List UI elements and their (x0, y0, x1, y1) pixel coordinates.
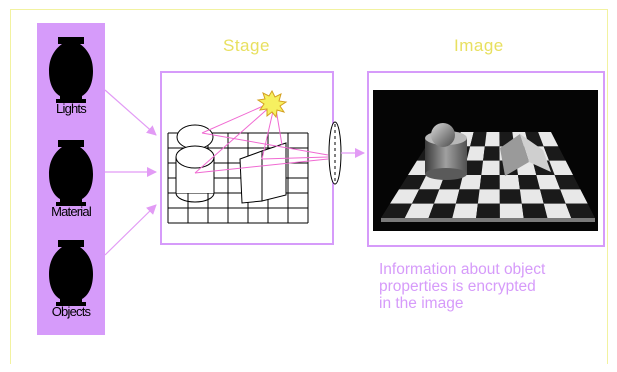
checker-tile (518, 175, 541, 190)
frame-line-left (10, 9, 11, 364)
checker-tile (390, 189, 420, 204)
checker-tile (560, 189, 588, 204)
checker-tile (404, 203, 434, 218)
checker-tile (476, 203, 500, 218)
checker-tile (538, 132, 559, 147)
light-source-icon (256, 89, 288, 119)
checker-tile (540, 189, 566, 204)
wedge-wireframe (239, 142, 287, 204)
checker-tile (470, 132, 487, 147)
checker-tile (399, 175, 427, 190)
image-title: Image (454, 36, 504, 55)
objects-to-stage-arrow (104, 204, 157, 256)
lens-icon (328, 121, 342, 185)
checker-tile (521, 203, 548, 218)
checker-tile (477, 189, 500, 204)
checker-tile (381, 203, 412, 218)
rendered-sphere (431, 123, 455, 147)
checker-tile (466, 146, 485, 161)
caption-line: Information about object (379, 261, 546, 278)
checker-tile (554, 175, 581, 190)
frame-line-top (10, 9, 607, 10)
wireframe-scene (167, 89, 329, 224)
checker-tile (499, 175, 520, 190)
checker-tile (543, 146, 566, 161)
cylinder-wireframe (175, 145, 215, 203)
lights-label: Lights (56, 101, 87, 116)
caption-line: properties is encrypted (379, 278, 536, 295)
image-box (367, 71, 605, 247)
checker-tile (536, 175, 561, 190)
checker-tile (411, 189, 440, 204)
checker-tile (543, 203, 572, 218)
stage-title: Stage (223, 36, 270, 55)
input-sidebar: Lights Material Objects (37, 23, 105, 335)
checker-tile (565, 203, 595, 218)
checker-tile (549, 160, 573, 175)
checker-tile (484, 132, 500, 147)
checker-tile (519, 189, 544, 204)
caption-line: in the image (379, 295, 464, 312)
lights-to-stage-arrow (104, 89, 157, 136)
checker-tile (463, 160, 484, 175)
light-rays (194, 102, 329, 174)
rendered-image (373, 90, 598, 231)
material-label: Material (51, 204, 92, 219)
checker-tile (499, 189, 522, 204)
floor-edge (381, 218, 595, 222)
frame-line-right (607, 9, 608, 364)
checker-tile (479, 175, 500, 190)
rendered-wedge (500, 134, 551, 176)
material-jar-icon (49, 140, 93, 206)
checker-tile (499, 203, 524, 218)
objects-jar-icon (49, 240, 93, 306)
stage-box (160, 71, 334, 245)
checker-tile (459, 175, 482, 190)
checker-tile (483, 146, 500, 161)
checker-tile (452, 203, 478, 218)
checker-tile (455, 189, 480, 204)
rendered-scene (381, 123, 595, 222)
checker-tile (428, 203, 456, 218)
caption: Information about object properties is e… (379, 261, 614, 312)
checker-tile (481, 160, 500, 175)
lights-jar-icon (49, 37, 93, 103)
checker-tile (433, 189, 460, 204)
objects-label: Objects (51, 304, 91, 319)
